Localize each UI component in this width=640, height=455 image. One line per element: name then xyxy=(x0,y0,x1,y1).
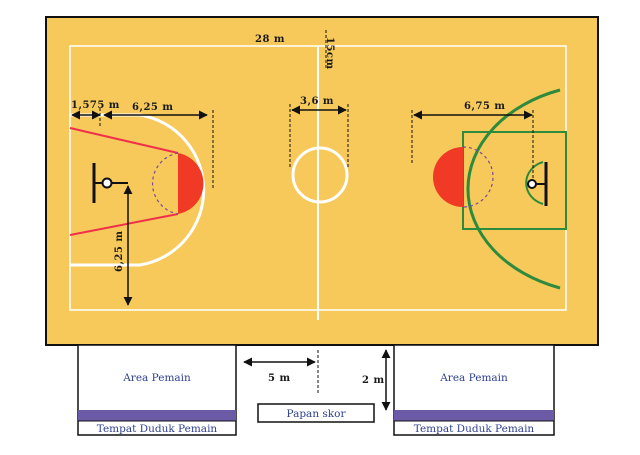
center-circle-label: 3,6 m xyxy=(300,96,334,107)
left-three-point-arc xyxy=(70,113,206,267)
scoreboard-label: Papan skor xyxy=(286,408,346,420)
right-three-point-arc xyxy=(466,88,561,290)
length-label: 28 m xyxy=(255,34,285,45)
right-seat-label: Tempat Duduk Pemain xyxy=(414,423,535,435)
right-restricted-arc xyxy=(525,161,544,205)
left-free-throw-semicircle xyxy=(178,153,204,214)
key-depth-label: 6,25 m xyxy=(114,231,125,272)
right-area-label: Area Pemain xyxy=(439,372,508,384)
scoreboard-box xyxy=(257,403,375,423)
free-throw-margin-label: 1,575 m xyxy=(71,100,120,111)
court-floor xyxy=(45,16,599,346)
left-free-throw-dashed-arc xyxy=(152,152,179,215)
left-area-label: Area Pemain xyxy=(122,372,191,384)
three-point-label: 6,75 m xyxy=(464,101,505,112)
right-hoop xyxy=(527,179,537,189)
right-free-throw-semicircle xyxy=(433,147,463,207)
bench-gap-label: 5 m xyxy=(268,373,291,384)
center-circle xyxy=(291,146,349,204)
left-hoop xyxy=(101,177,113,189)
key-radius-label: 6,25 m xyxy=(132,102,173,113)
right-free-throw-dashed-arc xyxy=(462,146,494,208)
left-seat-label: Tempat Duduk Pemain xyxy=(97,423,218,435)
bench-depth-label: 2 m xyxy=(362,375,385,386)
right-seat-strip xyxy=(394,410,554,421)
width-label: 15cm xyxy=(324,37,335,70)
left-seat-strip xyxy=(78,410,236,421)
